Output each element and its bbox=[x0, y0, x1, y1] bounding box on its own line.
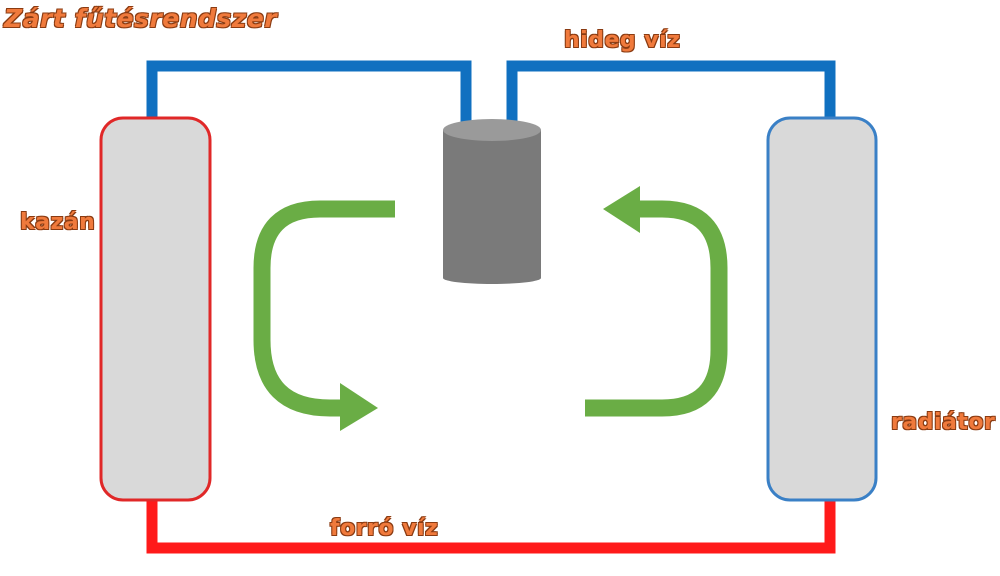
expansion-vessel bbox=[443, 119, 541, 284]
radiator-label: radiátor bbox=[891, 410, 996, 435]
boiler-tank bbox=[99, 116, 212, 502]
diagram-title: Zárt fűtésrendszer bbox=[4, 4, 278, 33]
hot-pipe bbox=[146, 495, 836, 554]
boiler-label: kazán bbox=[20, 210, 96, 235]
flow-arrow-right bbox=[585, 186, 728, 417]
radiator-tank bbox=[766, 116, 878, 502]
cold-water-label: hideg víz bbox=[564, 28, 681, 53]
cold-pipe-left bbox=[146, 60, 472, 125]
cold-pipe-right bbox=[506, 60, 836, 125]
flow-arrow-left bbox=[253, 200, 395, 431]
hot-water-label: forró víz bbox=[330, 516, 439, 541]
